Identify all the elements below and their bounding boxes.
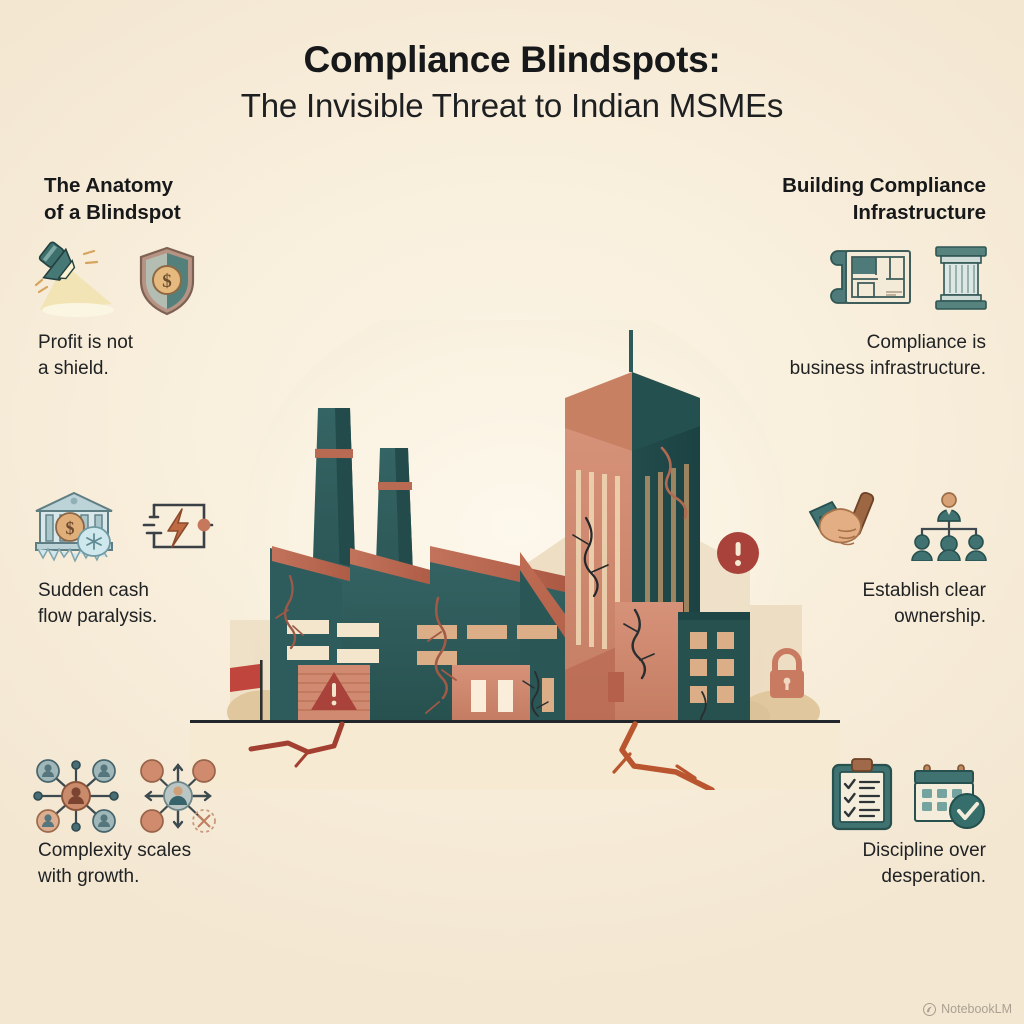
- circuit-lightning-icon: [142, 503, 214, 549]
- scene-svg: [190, 290, 840, 793]
- network-hub-people-icon: [33, 759, 119, 833]
- right-item-1-icons: [830, 243, 990, 311]
- watermark: NotebookLM: [923, 1002, 1012, 1016]
- right-column-heading: Building Compliance Infrastructure: [782, 174, 986, 225]
- left-item-2-icons: $: [34, 487, 214, 563]
- notebooklm-logo-icon: [923, 1002, 937, 1016]
- org-chart-icon: [911, 492, 987, 561]
- blueprint-icon: [830, 250, 911, 304]
- right-lowrise-building: [608, 602, 750, 720]
- scaling-network-icon: [140, 759, 216, 833]
- hand-baton-icon: [808, 491, 875, 546]
- frozen-bank-icon: $: [35, 491, 113, 563]
- annex-building: [452, 665, 530, 720]
- title-line-1: Compliance Blindspots:: [303, 39, 721, 80]
- central-illustration: [190, 290, 840, 793]
- right-item-2-icons: [808, 490, 990, 562]
- wall-cracks: [275, 446, 707, 733]
- left-item-1-caption: Profit is not a shield.: [38, 332, 134, 380]
- ground-cracks: [248, 721, 715, 793]
- ground-line: [190, 720, 840, 790]
- svg-text:$: $: [66, 518, 75, 538]
- page-title: Compliance Blindspots: The Invisible Thr…: [0, 38, 1024, 125]
- warning-triangle-icon: [311, 672, 357, 710]
- left-item-2-caption: Sudden cash flow paralysis.: [38, 580, 158, 628]
- left-item-3-icons: [30, 757, 224, 835]
- calendar-check-icon: [914, 764, 985, 829]
- left-item-3-caption: Complexity scales with growth.: [38, 840, 192, 888]
- classical-column-icon: [935, 246, 987, 310]
- red-flag: [230, 660, 263, 720]
- left-item-1-icons: $: [34, 240, 198, 322]
- checklist-clipboard-icon: [831, 758, 893, 831]
- right-item-3-caption: Discipline over desperation.: [862, 840, 986, 888]
- alert-circle-badge: [717, 532, 759, 574]
- svg-text:$: $: [162, 271, 172, 292]
- left-column-heading: The Anatomy of a Blindspot: [44, 174, 181, 225]
- right-item-1-caption: Compliance is business infrastructure.: [789, 332, 986, 380]
- title-line-2: The Invisible Threat to Indian MSMEs: [240, 86, 784, 124]
- flashlight-icon: [34, 241, 114, 317]
- shield-dollar-icon: $: [139, 246, 195, 316]
- right-item-2-caption: Establish clear ownership.: [862, 580, 986, 628]
- watermark-label: NotebookLM: [941, 1002, 1012, 1016]
- padlock-icon: [770, 648, 804, 698]
- factory-windows: [287, 620, 557, 665]
- right-item-3-icons: [830, 757, 988, 831]
